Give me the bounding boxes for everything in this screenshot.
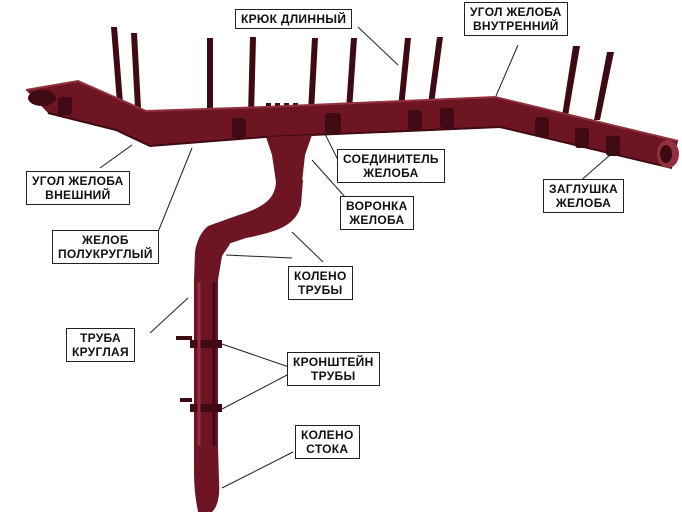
leader-end-cap (578, 148, 618, 183)
pipe-elbow-upper (208, 180, 303, 246)
gutter-bracket (325, 113, 341, 133)
label-pipe-round: ТРУБА КРУГЛАЯ (66, 328, 135, 362)
leader-pipe-bracket-2 (222, 374, 289, 409)
gutter-bracket (232, 118, 246, 138)
gutter-bracket (575, 128, 589, 148)
label-line: УГОЛ ЖЕЛОБА (32, 174, 124, 188)
label-gutter-half-round: ЖЕЛОБ ПОЛУКРУГЛЫЙ (52, 230, 159, 264)
label-line: УГОЛ ЖЕЛОБА (470, 5, 562, 19)
hook (428, 37, 443, 104)
leader-pipe-round (150, 298, 188, 333)
label-line: ВОРОНКА (346, 199, 408, 213)
hook (111, 27, 123, 103)
pipe-bracket (190, 340, 222, 348)
hook (308, 38, 318, 112)
label-drain-elbow: КОЛЕНО СТОКА (295, 425, 360, 459)
label-line: КОЛЕНО (294, 269, 347, 283)
gutter-end-opening (28, 90, 56, 106)
label-pipe-elbow: КОЛЕНО ТРУБЫ (288, 266, 353, 300)
label-line: ВНЕШНИЙ (32, 188, 124, 202)
funnel (266, 135, 312, 182)
label-line: КРУГЛАЯ (72, 345, 129, 359)
leader-drain-elbow (222, 452, 293, 488)
leader-corner-inner (496, 45, 518, 96)
label-end-cap: ЗАГЛУШКА ЖЕЛОБА (543, 179, 624, 213)
label-line: ЖЕЛОБА (346, 213, 408, 227)
downpipe (176, 135, 312, 512)
label-corner-inner: УГОЛ ЖЕЛОБА ВНУТРЕННИЙ (464, 2, 568, 36)
drain-elbow (194, 448, 219, 512)
leader-gutter-half-round (158, 148, 192, 232)
label-line: КРЮК ДЛИННЫЙ (241, 12, 346, 26)
label-line: ТРУБЫ (293, 369, 374, 383)
leader-connector (324, 132, 338, 160)
leader-lines (100, 27, 618, 488)
leader-pipe-elbow (226, 255, 292, 258)
label-line: ЗАГЛУШКА (549, 182, 618, 196)
leader-corner-outer (100, 145, 132, 168)
label-line: ТРУБЫ (294, 283, 347, 297)
leader-pipe-elbow-2 (292, 232, 323, 262)
label-line: СОЕДИНИТЕЛЬ (343, 152, 439, 166)
hook (346, 38, 357, 110)
hook (398, 38, 411, 108)
pipe-bracket (190, 404, 222, 412)
label-line: КОЛЕНО (301, 428, 354, 442)
hook (207, 38, 213, 116)
hook (562, 46, 580, 116)
label-hook-long: КРЮК ДЛИННЫЙ (235, 9, 352, 29)
hook (248, 37, 256, 115)
gutter-bracket (408, 110, 422, 130)
gutter-end-cap-inner (660, 145, 672, 163)
label-line: СТОКА (301, 442, 354, 456)
pipe-bracket-pin (180, 398, 192, 402)
gutter-bracket (440, 108, 454, 128)
label-pipe-bracket: КРОНШТЕЙН ТРУБЫ (287, 352, 380, 386)
label-connector: СОЕДИНИТЕЛЬ ЖЕЛОБА (337, 149, 445, 183)
label-line: ЖЕЛОБ (58, 233, 153, 247)
hook (131, 33, 141, 108)
label-line: КРОНШТЕЙН (293, 355, 374, 369)
gutter-bracket (535, 117, 549, 137)
gutter-bracket (58, 97, 72, 115)
pipe-bracket-pin (176, 336, 192, 340)
label-funnel: ВОРОНКА ЖЕЛОБА (340, 196, 414, 230)
label-corner-outer: УГОЛ ЖЕЛОБА ВНЕШНИЙ (26, 171, 130, 205)
hook (594, 52, 614, 120)
label-line: ЖЕЛОБА (549, 196, 618, 210)
leader-hook-long (358, 27, 398, 65)
label-line: ЖЕЛОБА (343, 166, 439, 180)
leader-pipe-bracket-1 (222, 344, 289, 367)
label-line: ПОЛУКРУГЛЫЙ (58, 247, 153, 261)
label-line: ТРУБА (72, 331, 129, 345)
label-line: ВНУТРЕННИЙ (470, 19, 562, 33)
